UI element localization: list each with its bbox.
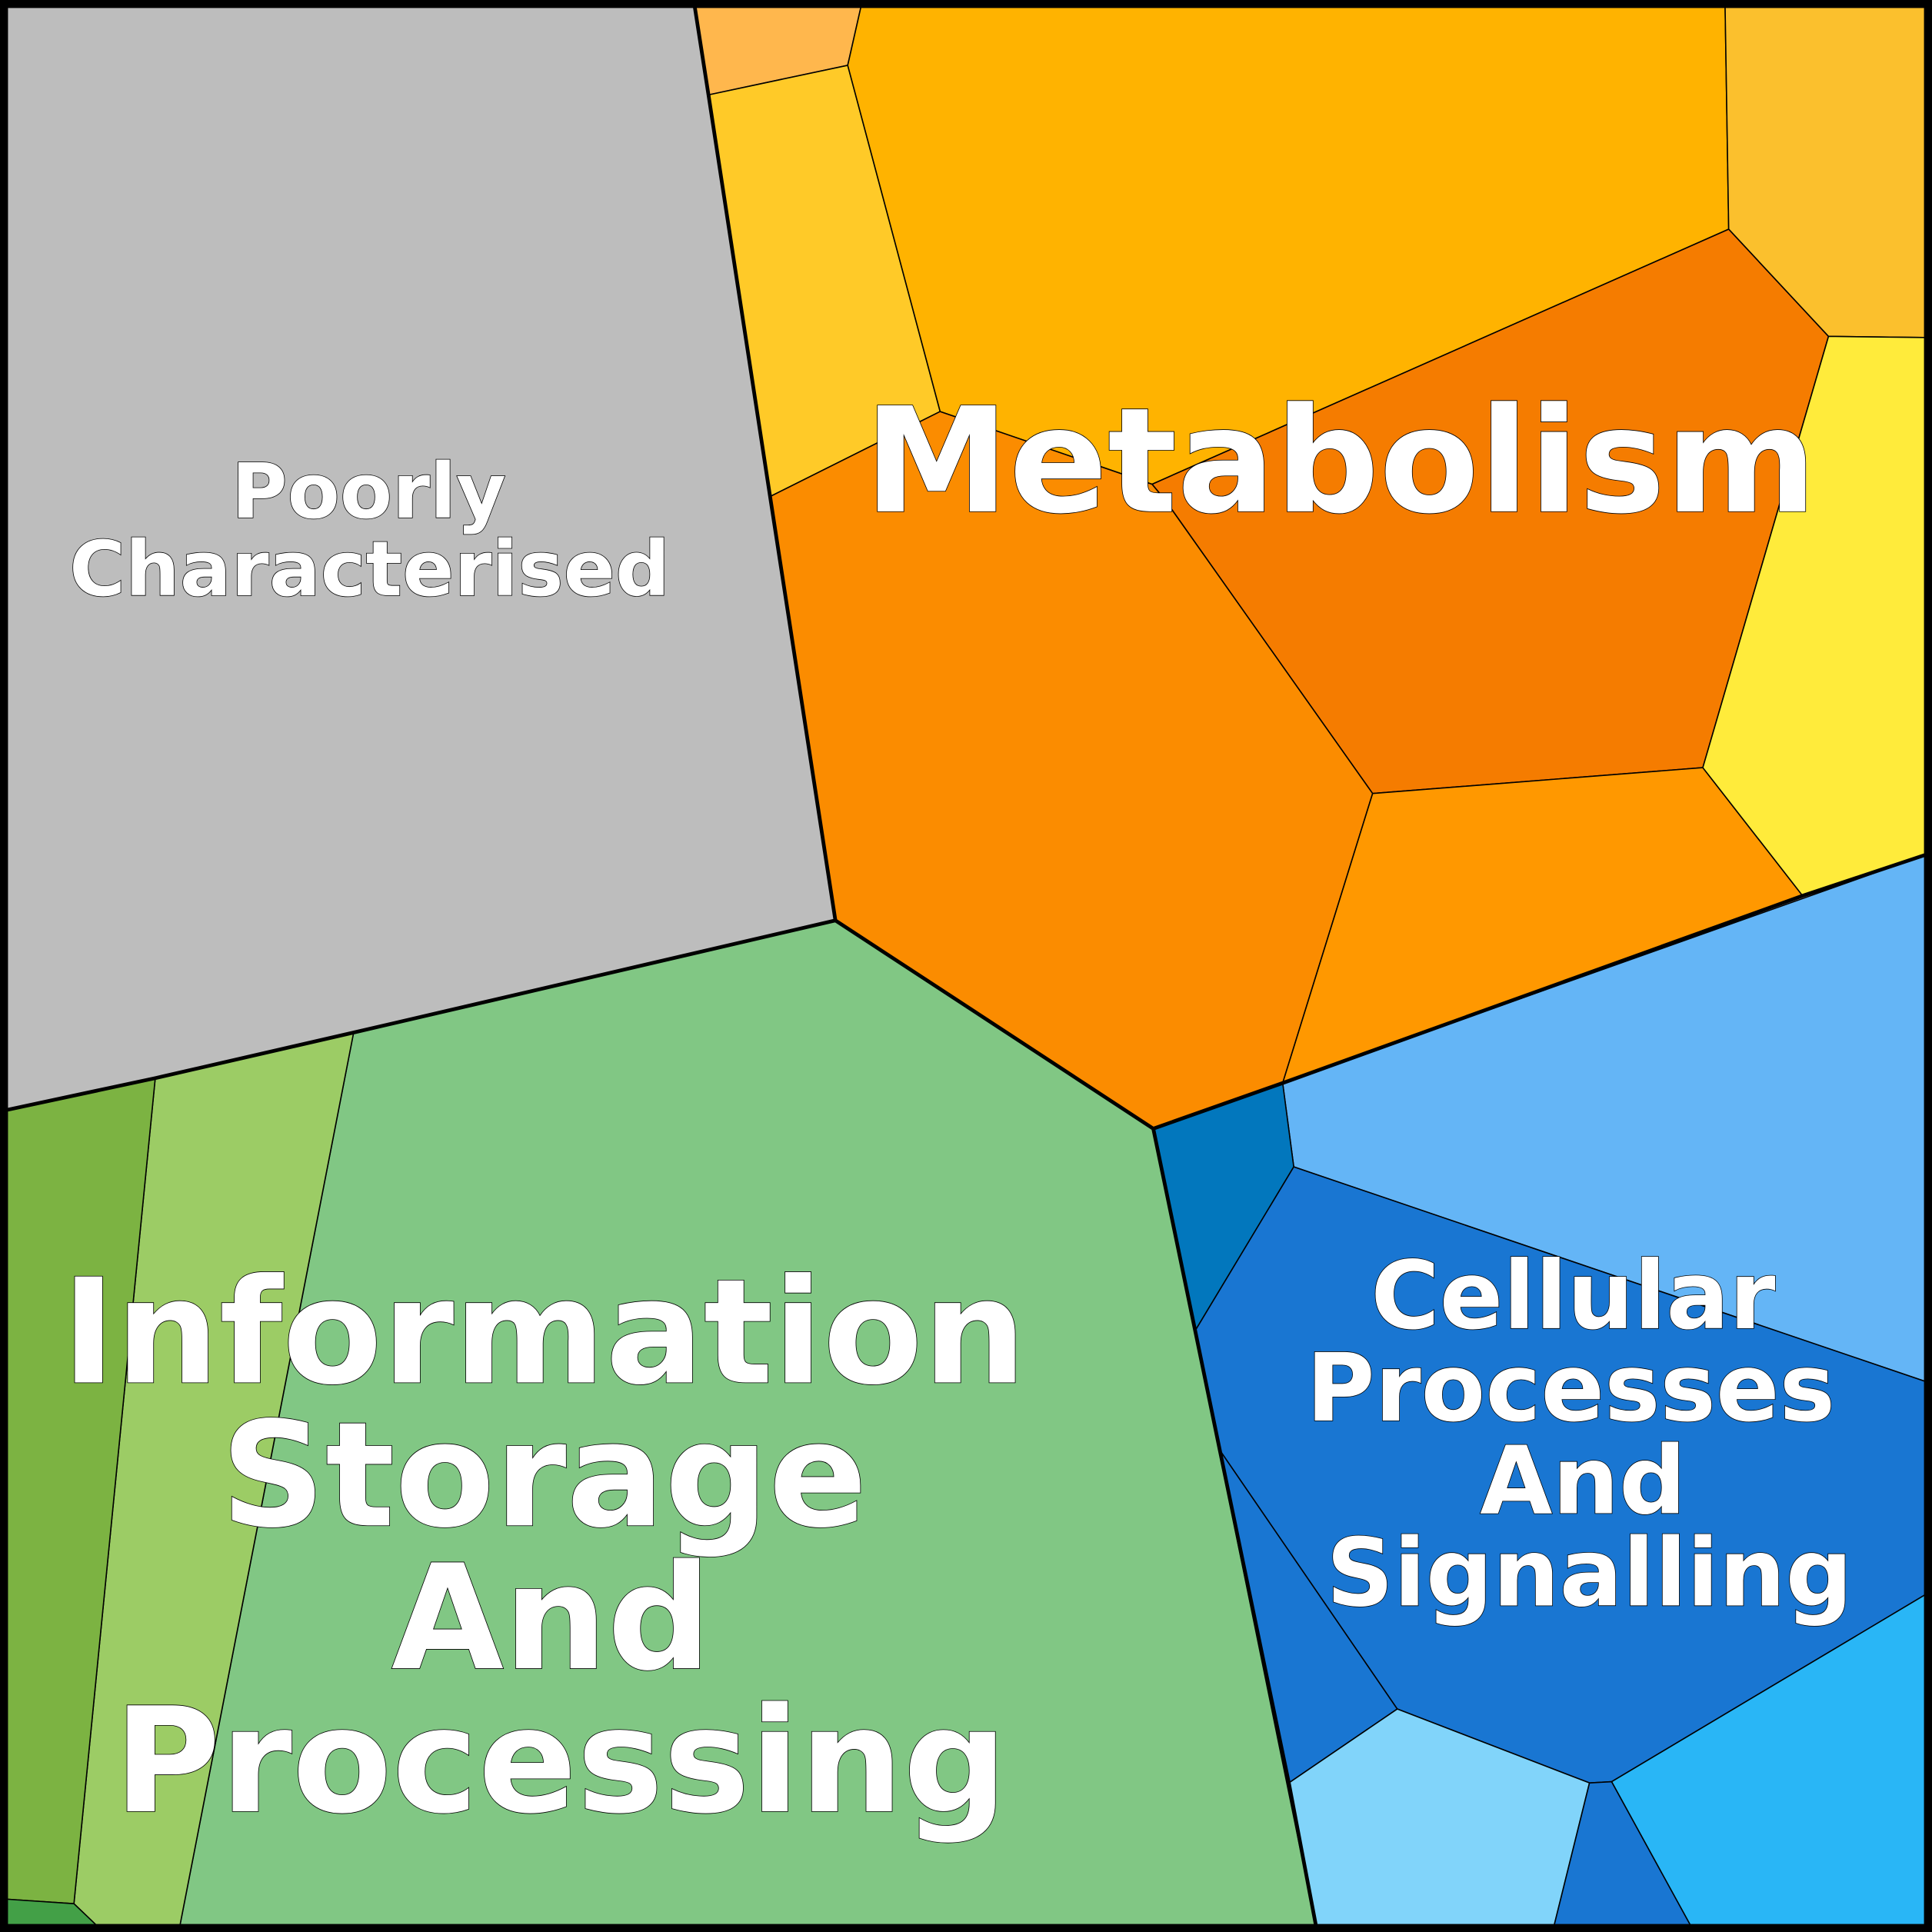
- cell-information-d: [0, 1897, 105, 1932]
- category-border: [834, 851, 1932, 1131]
- label-poorly-characterised: Poorly Characterised: [69, 448, 670, 614]
- label-cellular-processes: Cellular Processes And Signalling: [1306, 1241, 1867, 1627]
- cell-cellular-g: [1611, 1590, 1932, 1932]
- label-information-storage: Information Storage And Processing: [62, 1247, 1077, 1846]
- category-border: [1151, 1128, 1319, 1932]
- label-metabolism: Metabolism: [864, 377, 1817, 546]
- cell-cellular-f: [1551, 1780, 1695, 1932]
